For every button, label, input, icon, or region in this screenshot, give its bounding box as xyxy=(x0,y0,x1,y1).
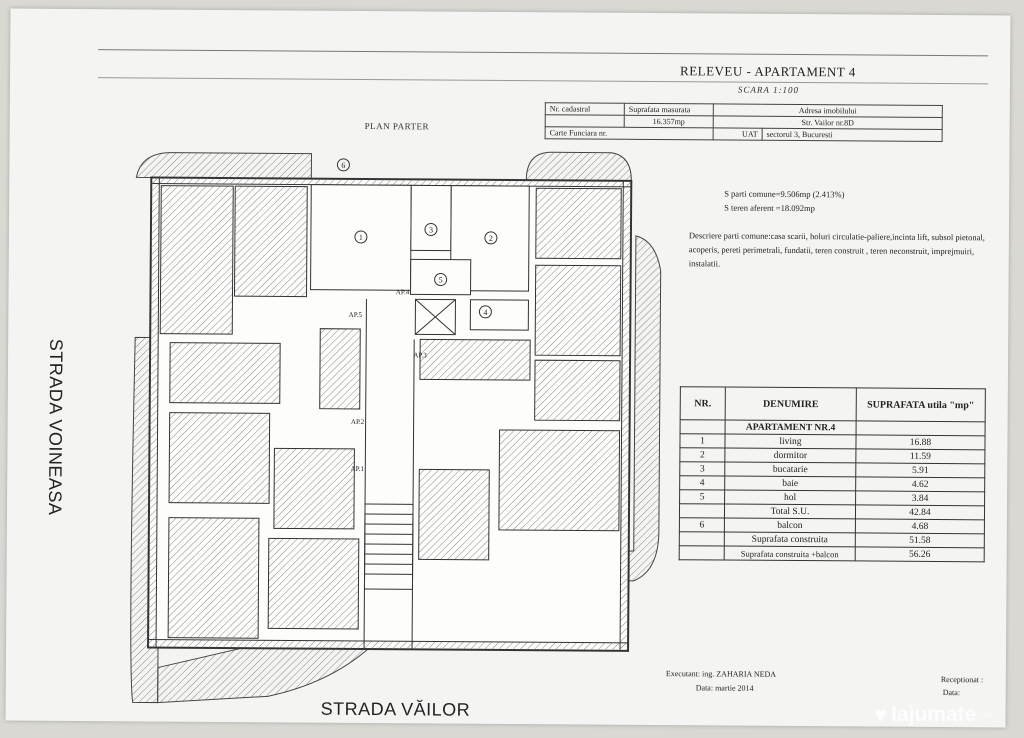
total-label: Total S.U. xyxy=(724,504,856,519)
plan-label: PLAN PARTER xyxy=(364,120,430,132)
constr-label: Suprafata construita xyxy=(724,532,856,547)
total-value: 42.84 xyxy=(855,504,985,520)
street-bottom-label: STRADA VĂILOR xyxy=(320,698,471,720)
marker-1: 1 xyxy=(359,233,363,242)
label-ap1: AP.1 xyxy=(351,465,365,473)
teren-aferent-note: S teren aferent =18.092mp xyxy=(724,202,815,214)
col-denumire: DENUMIRE xyxy=(725,387,857,421)
room-a xyxy=(159,185,234,335)
constr-balcon-label: Suprafata construita +balcon xyxy=(724,546,856,561)
room-bucatarie xyxy=(410,184,452,252)
top-rule xyxy=(98,49,989,57)
date-2: Data: xyxy=(942,688,961,698)
uat-label: UAT xyxy=(713,127,763,141)
col-suprafata: SUPRAFATA utila "mp" xyxy=(856,387,986,422)
parti-comune-note: S parti comune=9.506mp (2.413%) xyxy=(724,188,845,200)
cadastral-info-table: Nr. cadastral Suprafata masurata Adresa … xyxy=(545,102,943,142)
suprafata-label: Suprafata masurata xyxy=(624,103,714,116)
document-scale: SCARA 1:100 xyxy=(737,84,800,96)
marker-3: 3 xyxy=(429,225,433,234)
nr-cadastral-label: Nr. cadastral xyxy=(545,102,625,116)
street-left-label: STRADA VOINEASA xyxy=(44,338,67,516)
floor-plan-drawing: 1 2 3 4 5 6 AP.4 AP.3 AP.2 AP.1 AP.5 xyxy=(130,151,662,704)
marker-2: 2 xyxy=(489,234,493,243)
uat-value: sectorul 3, Bucuresti xyxy=(762,128,943,142)
lift-shaft xyxy=(414,298,456,336)
col-nr: NR. xyxy=(680,386,726,421)
room-baie xyxy=(469,299,529,331)
balcony-top-right xyxy=(525,151,632,182)
balcony-top-left xyxy=(135,152,312,180)
label-ap2: AP.2 xyxy=(351,418,365,426)
document-title: RELEVEU - APARTAMENT 4 xyxy=(680,63,856,80)
marker-6: 6 xyxy=(341,161,345,170)
date: Data: martie 2014 xyxy=(695,683,754,693)
watermark-suffix: .ro xyxy=(980,709,992,721)
receptionat: Receptionat : xyxy=(940,675,984,685)
balcony-right xyxy=(498,235,662,582)
carte-funciara-label: Carte Funciara nr. xyxy=(545,126,714,140)
marker-4: 4 xyxy=(483,308,487,317)
plan-sheet: RELEVEU - APARTAMENT 4 SCARA 1:100 Nr. c… xyxy=(5,8,1011,728)
section-title: APARTAMENT NR.4 xyxy=(725,420,857,435)
label-ap3: AP.3 xyxy=(413,351,427,359)
room-hol xyxy=(410,258,472,296)
executant: Executant: ing. ZAHARIA NEDA xyxy=(665,669,777,679)
room-b xyxy=(233,185,308,298)
watermark: ♥ lajumate.ro xyxy=(874,702,992,728)
label-ap4: AP.4 xyxy=(396,288,410,296)
heart-icon: ♥ xyxy=(874,702,888,727)
marker-5: 5 xyxy=(439,276,443,285)
label-ap5: AP.5 xyxy=(349,311,363,319)
rooms-table: NR. DENUMIRE SUPRAFATA utila "mp" APARTA… xyxy=(679,386,986,562)
suprafata-value: 16.357mp xyxy=(624,115,714,128)
descriere-note: Descriere parti comune:casa scarii, holu… xyxy=(688,230,985,269)
watermark-brand: lajumate xyxy=(891,703,977,726)
